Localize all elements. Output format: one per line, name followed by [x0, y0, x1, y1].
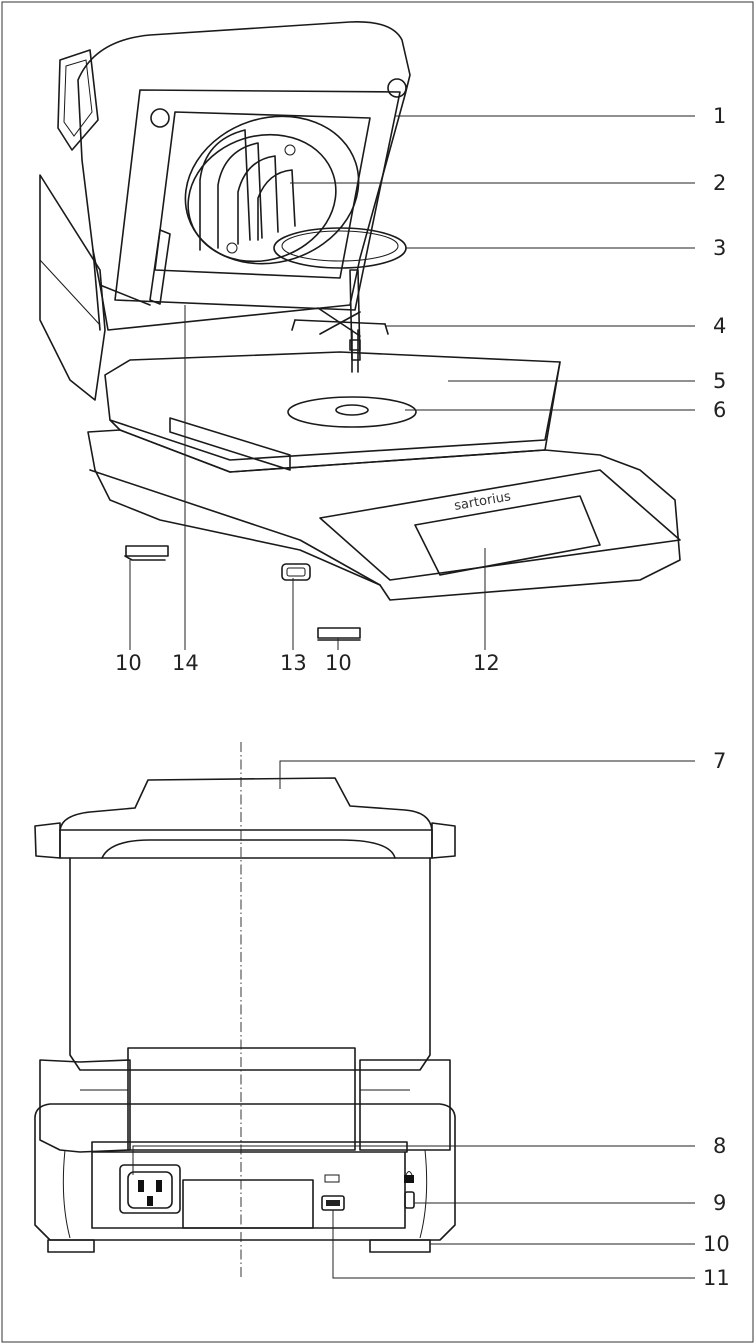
knurled-foot-icon	[125, 545, 361, 639]
callout-2: 2	[713, 171, 726, 195]
callout-10-right: 10	[325, 651, 352, 675]
callout-3: 3	[713, 236, 726, 260]
pan-support	[291, 307, 389, 373]
usb-port-icon	[321, 1174, 345, 1211]
callout-8: 8	[713, 1134, 726, 1158]
callout-9: 9	[713, 1191, 726, 1215]
rear-view-callouts: 7 8 9 10 11	[703, 749, 730, 1290]
callout-13: 13	[280, 651, 307, 675]
callout-11: 11	[703, 1266, 730, 1290]
rating-label	[182, 1179, 314, 1229]
callout-10-left: 10	[115, 651, 142, 675]
rear-view-leaders	[132, 760, 695, 1279]
weighing-platform	[287, 396, 417, 428]
display-panel	[319, 469, 681, 581]
lock-icon	[404, 1171, 415, 1209]
analyzer-rear-view	[34, 742, 456, 1278]
callout-14: 14	[172, 651, 199, 675]
callout-12: 12	[473, 651, 500, 675]
callout-6: 6	[713, 398, 726, 422]
analyzer-body	[87, 429, 681, 601]
hood-mesh-frame	[114, 89, 401, 311]
sample-pan	[273, 227, 407, 269]
analyzer-front-view: sartorius	[39, 21, 681, 641]
top-view-leaders	[129, 115, 695, 650]
callout-10-rear: 10	[703, 1232, 730, 1256]
callout-1: 1	[713, 104, 726, 128]
power-socket-icon	[119, 1164, 181, 1214]
heating-ring	[184, 115, 360, 265]
callout-5: 5	[713, 369, 726, 393]
rear-hood-body	[69, 857, 431, 1071]
vent-grille	[169, 417, 291, 471]
callout-4: 4	[713, 314, 726, 338]
base-top-plate	[104, 351, 561, 461]
top-view-callouts: 1 2 3 4 5 6 10 14 13 10 12	[115, 104, 726, 675]
callout-7: 7	[713, 749, 726, 773]
rear-base-body	[34, 1103, 456, 1241]
side-port	[281, 563, 311, 581]
